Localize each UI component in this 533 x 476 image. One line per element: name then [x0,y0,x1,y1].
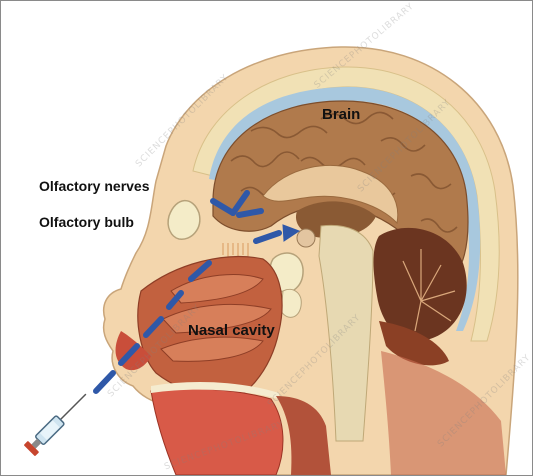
label-nasal-cavity: Nasal cavity [188,322,275,339]
label-olfactory-bulb: Olfactory bulb [39,214,134,230]
arrow-dash-8 [239,211,261,215]
label-brain: Brain [322,106,360,123]
syringe-icon [24,388,92,456]
sinus-lower [281,289,301,317]
label-olfactory-nerves: Olfactory nerves [39,178,150,194]
pituitary [297,229,315,247]
